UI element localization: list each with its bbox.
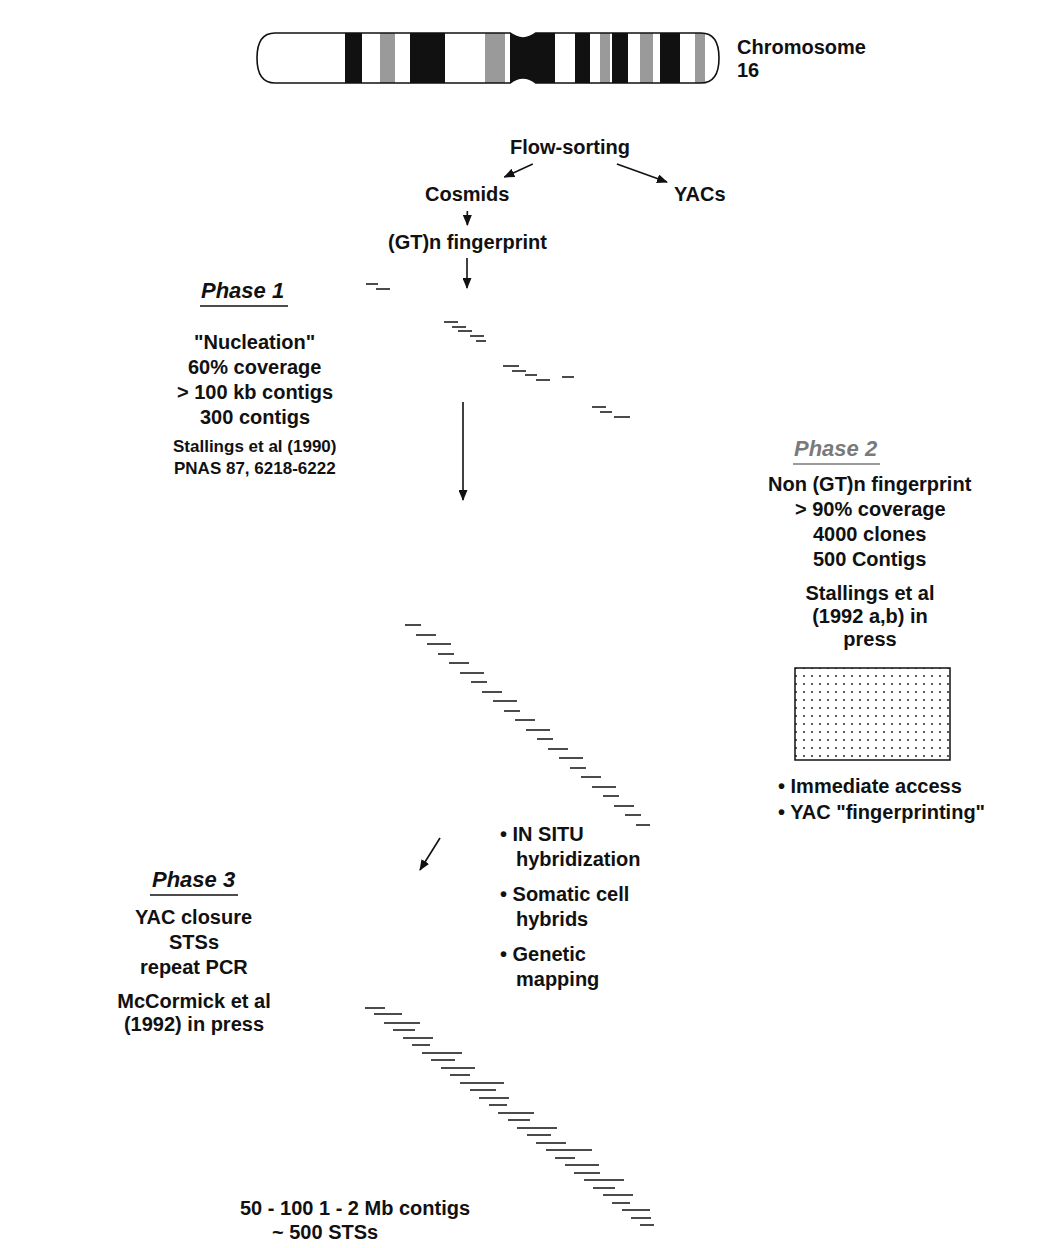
phase-heading: Phase 2 [794, 437, 877, 461]
step-text: YACs [674, 182, 726, 206]
contig-dashes [366, 284, 630, 417]
citation-text: Stallings et al (1992 a,b) in press [790, 582, 950, 651]
note-text: repeat PCR [140, 955, 248, 979]
chromosome-bands [255, 30, 721, 86]
note-text: STSs [169, 930, 219, 954]
contig-dashes [365, 1008, 654, 1225]
step-text-node: YACs [670, 180, 730, 208]
flow-arrow [466, 258, 468, 288]
note-text: 500 Contigs [813, 547, 926, 571]
step-text: Cosmids [425, 182, 509, 206]
heading-underline [793, 463, 880, 464]
heading-underline [200, 305, 288, 306]
step-text-node: Cosmids [421, 180, 513, 208]
contig-dashes [405, 625, 650, 825]
flow-arrow [462, 402, 464, 500]
summary-text: 50 - 100 1 - 2 Mb contigs [240, 1196, 470, 1220]
phase-heading: Phase 3 [152, 868, 235, 892]
chromosome-label: Chromosome 16 [737, 36, 872, 82]
note-text: 300 contigs [200, 405, 310, 429]
chromosome-outline [257, 33, 719, 83]
flow-arrow [466, 211, 468, 225]
chromosome-node: Chromosome 16 [255, 30, 721, 86]
note-text: "Nucleation" [194, 330, 315, 354]
citation-text: Stallings et al (1990) [173, 436, 336, 458]
bullet-item: • Immediate access [778, 774, 962, 798]
flow-arrow [420, 838, 440, 870]
note-text: > 100 kb contigs [177, 380, 333, 404]
citation-text: PNAS 87, 6218-6222 [174, 458, 336, 480]
flow-arrow [504, 164, 532, 177]
summary-text: ~ 500 STSs [272, 1220, 378, 1244]
bullet-item: • Somatic cell hybrids [500, 882, 666, 932]
heading-underline [150, 894, 238, 895]
note-text: YAC closure [135, 905, 252, 929]
bullet-item: • Genetic mapping [500, 942, 666, 992]
bullet-item: • IN SITU hybridization [500, 822, 666, 872]
note-text: > 90% coverage [795, 497, 946, 521]
note-text: 60% coverage [188, 355, 321, 379]
step-text: (GT)n fingerprint [388, 230, 547, 254]
step-text-node: (GT)n fingerprint [384, 228, 551, 256]
step-text-node: Flow-sorting [506, 133, 634, 161]
chromosome-ideogram [255, 30, 721, 86]
clone-grid [795, 668, 950, 760]
bullet-item: • YAC "fingerprinting" [778, 800, 985, 824]
phase-heading: Phase 1 [201, 279, 284, 303]
step-text: Flow-sorting [510, 135, 630, 159]
citation-text: McCormick et al (1992) in press [109, 990, 279, 1036]
note-text: 4000 clones [813, 522, 926, 546]
flow-arrow [617, 164, 667, 182]
note-text: Non (GT)n fingerprint [768, 472, 971, 496]
